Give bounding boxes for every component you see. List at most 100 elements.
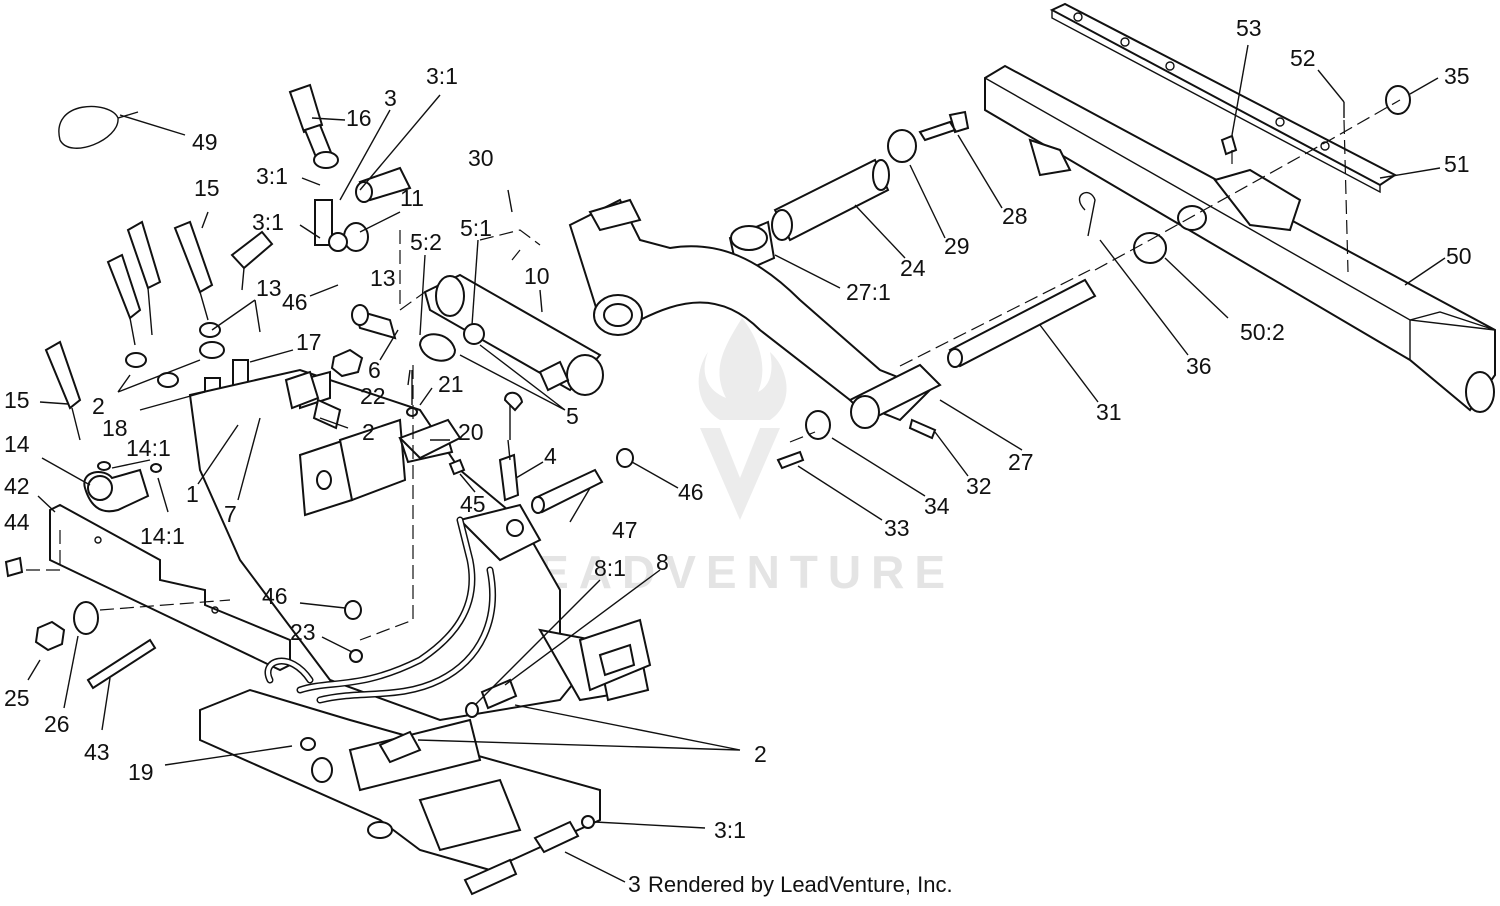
fitting-5-1: [463, 323, 485, 345]
label-24: 24: [900, 255, 926, 281]
washer-21: [406, 407, 418, 417]
fitting-8-1: [465, 702, 479, 718]
label-15-b: 15: [4, 387, 30, 413]
label-32: 32: [966, 473, 992, 499]
washer-34: [805, 410, 831, 440]
label-29: 29: [944, 233, 970, 259]
clip-53: [1220, 134, 1238, 156]
label-30: 30: [468, 145, 494, 171]
label-5-2: 5:2: [410, 229, 442, 255]
label-7: 7: [224, 501, 237, 527]
pin-31: [947, 191, 1097, 368]
bolt-28: [918, 110, 970, 142]
fitting-8: [480, 678, 518, 710]
fitting-3-lower-b: [463, 858, 518, 896]
label-11: 11: [400, 185, 424, 211]
washer-46-upper: [328, 232, 348, 252]
leader-lines: [27, 44, 1446, 883]
callout-labels: 49 16 3 3:1 3:1 3:1 11 30 5:2 5:1 10 15 …: [4, 15, 1472, 897]
hose-4: [498, 453, 520, 502]
bolt-43: [86, 638, 157, 690]
part-drawings: [4, 2, 1496, 896]
label-19: 19: [128, 759, 154, 785]
label-50: 50: [1446, 243, 1472, 269]
oring-14-1: [97, 461, 111, 471]
label-44: 44: [4, 509, 30, 535]
label-33: 33: [884, 515, 910, 541]
label-36: 36: [1186, 353, 1212, 379]
label-52: 52: [1290, 45, 1316, 71]
label-47: 47: [612, 517, 638, 543]
washer-46: [616, 448, 634, 468]
lift-arm: [568, 198, 942, 429]
label-14-1-a: 14:1: [126, 435, 171, 461]
label-51: 51: [1444, 151, 1470, 177]
washer-26: [73, 601, 99, 635]
credit-text: Rendered by LeadVenture, Inc.: [648, 872, 953, 897]
cable-tie: [58, 105, 139, 149]
shaft-24: [728, 158, 890, 276]
label-46-a: 46: [282, 289, 308, 315]
washer-11: [343, 222, 369, 252]
label-2-c: 2: [754, 741, 767, 767]
elbow-5: [418, 333, 457, 362]
label-1: 1: [186, 481, 199, 507]
label-46-b: 46: [678, 479, 704, 505]
label-35: 35: [1444, 63, 1470, 89]
label-5-1: 5:1: [460, 215, 492, 241]
label-2-a: 2: [92, 393, 105, 419]
nut-25: [34, 620, 66, 652]
label-10: 10: [524, 263, 550, 289]
label-31: 31: [1096, 399, 1122, 425]
label-20: 20: [458, 419, 484, 445]
plate-42: [49, 503, 291, 672]
label-27-1: 27:1: [846, 279, 891, 305]
label-34: 34: [924, 493, 950, 519]
bracket-2: [284, 370, 320, 410]
label-13-b: 13: [370, 265, 396, 291]
fitting-3-lower: [533, 820, 580, 854]
nut-45: [448, 458, 466, 476]
washer-35: [1385, 85, 1411, 115]
label-27: 27: [1008, 449, 1034, 475]
label-3-1-d: 3:1: [714, 817, 746, 843]
nut-23: [349, 649, 363, 663]
label-3-lower: 3: [628, 871, 641, 897]
fittings-15: [44, 220, 274, 441]
label-46-c: 46: [262, 583, 288, 609]
label-21: 21: [438, 371, 464, 397]
bracket-2b: [312, 398, 342, 430]
label-28: 28: [1002, 203, 1028, 229]
cylinder-10: [423, 273, 604, 396]
label-45: 45: [460, 491, 486, 517]
hydraulic-lines: [264, 516, 497, 704]
oring-3-1-lower: [581, 815, 595, 829]
label-16: 16: [346, 105, 372, 131]
label-49: 49: [192, 129, 218, 155]
watermark: LEADVENTURE: [500, 318, 955, 598]
bolt-32: [908, 418, 937, 440]
label-4: 4: [544, 443, 557, 469]
label-14: 14: [4, 431, 30, 457]
label-18: 18: [102, 415, 128, 441]
centerlines: [20, 99, 1401, 641]
label-17: 17: [296, 329, 322, 355]
label-14-1-b: 14:1: [140, 523, 185, 549]
bolt-33: [776, 450, 805, 470]
label-13-a: 13: [256, 275, 282, 301]
fitting-16: [288, 83, 412, 246]
label-23: 23: [290, 619, 316, 645]
label-3: 3: [384, 85, 397, 111]
label-50-2: 50:2: [1240, 319, 1285, 345]
label-53: 53: [1236, 15, 1262, 41]
label-43: 43: [84, 739, 110, 765]
label-22: 22: [360, 383, 386, 409]
label-2-b: 2: [362, 419, 375, 445]
washer-46-mid: [344, 600, 362, 620]
washer-29: [887, 129, 917, 163]
sleeve-47: [533, 468, 604, 514]
label-3-1-c: 3:1: [252, 209, 284, 235]
bushing-50-2: [1133, 232, 1167, 264]
watermark-text: LEADVENTURE: [500, 546, 955, 598]
